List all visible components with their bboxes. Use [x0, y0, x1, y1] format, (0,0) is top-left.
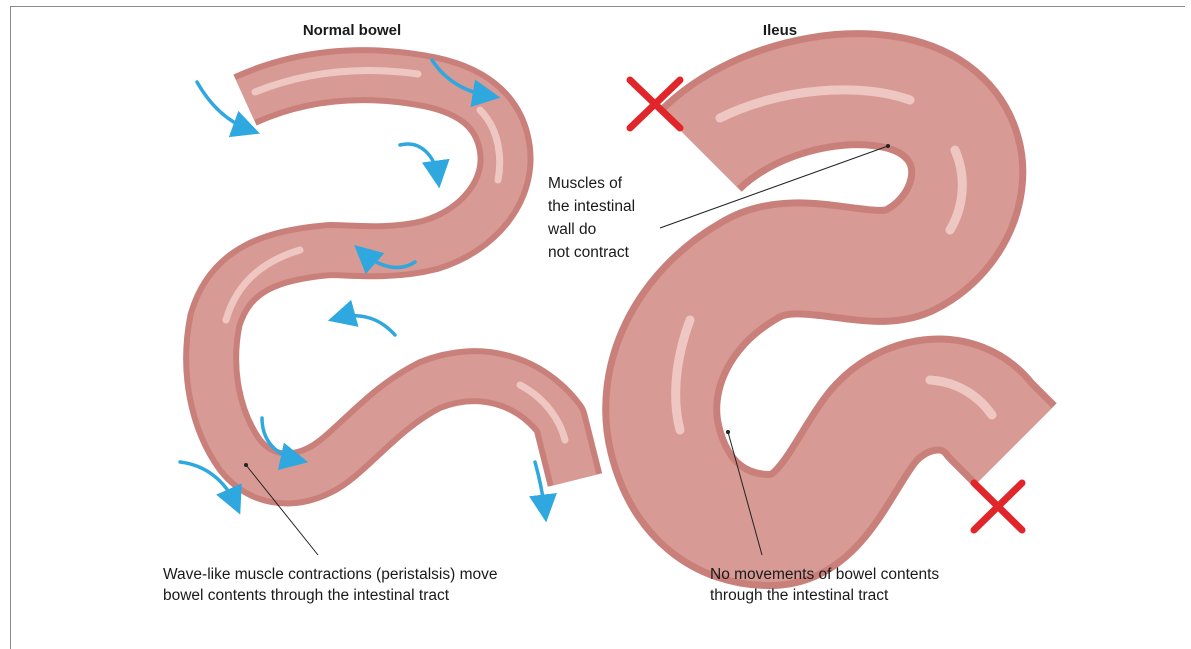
arrow-8: [535, 462, 545, 512]
callout-line: the intestinal: [548, 195, 635, 218]
normal-caption: Wave-like muscle contractions (peristals…: [163, 564, 498, 606]
caption-line: Wave-like muscle contractions (peristals…: [163, 564, 498, 585]
normal-pointer-dot: [244, 463, 248, 467]
arrow-5: [338, 316, 395, 335]
normal-bowel-title: Normal bowel: [282, 22, 422, 39]
caption-line: No movements of bowel contents: [710, 564, 939, 585]
ileus-bowel-tube: [661, 89, 1015, 530]
normal-bowel-tube: [211, 71, 575, 480]
cross-icon-bottom: [974, 483, 1022, 530]
caption-line: bowel contents through the intestinal tr…: [163, 585, 498, 606]
ileus-pointer-dot: [726, 430, 730, 434]
muscle-callout: Muscles of the intestinal wall do not co…: [548, 172, 635, 264]
muscle-pointer-dot: [886, 144, 890, 148]
ileus-caption: No movements of bowel contents through t…: [710, 564, 939, 606]
callout-line: wall do: [548, 218, 635, 241]
arrow-3: [400, 144, 438, 178]
ileus-title: Ileus: [740, 22, 820, 39]
callout-line: not contract: [548, 241, 635, 264]
callout-line: Muscles of: [548, 172, 635, 195]
caption-line: through the intestinal tract: [710, 585, 939, 606]
